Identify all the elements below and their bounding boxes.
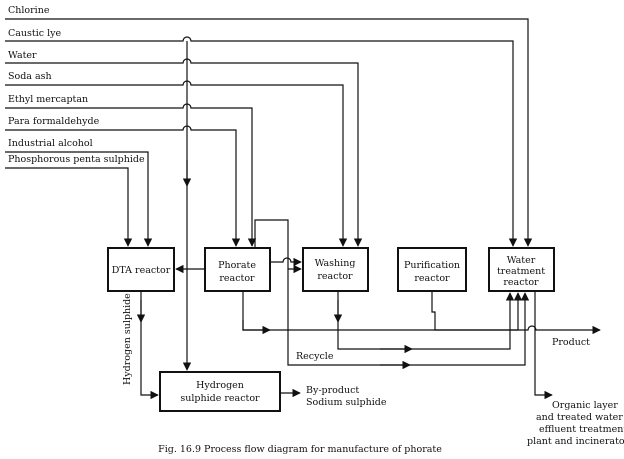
industrial-alcohol-line <box>5 151 153 247</box>
organic-line <box>534 291 553 400</box>
water-treatment-reactor-box <box>488 247 555 292</box>
phorate-loop-line <box>254 219 302 274</box>
hydrogen-sulphide-label-2: sulphide reactor <box>180 393 260 404</box>
input-soda-ash: Soda ash <box>8 71 52 82</box>
water-treatment-label-1: Water <box>507 255 536 266</box>
purification-product-line <box>431 291 601 335</box>
input-industrial-alcohol: Industrial alcohol <box>8 138 93 149</box>
phorate-to-water-treatment-line <box>242 291 523 331</box>
water-line <box>5 58 363 247</box>
hydrogen-sulphide-reactor-box <box>159 371 281 412</box>
ethyl-mercaptan-line <box>5 103 257 247</box>
dta-reactor-label: DTA reactor <box>112 265 171 276</box>
purification-reactor-label-2: reactor <box>414 273 450 284</box>
washing-to-water-line <box>337 291 515 350</box>
figure-caption: Fig. 16.9 Process flow diagram for manuf… <box>158 444 442 455</box>
product-label: Product <box>552 337 590 348</box>
input-para-formaldehyde: Para formaldehyde <box>8 116 100 127</box>
input-water: Water <box>8 50 37 61</box>
soda-ash-line <box>5 80 348 247</box>
organic-label-2: and treated water to <box>536 412 624 423</box>
purification-reactor-label-1: Purification <box>404 260 460 271</box>
recycle-label: Recycle <box>296 351 334 362</box>
byproduct-label-1: By-product <box>306 385 359 396</box>
water-treatment-label-2: treatment <box>497 266 545 277</box>
phorate-reactor-box <box>204 247 271 292</box>
organic-label-1: Organic layer <box>552 400 618 411</box>
caustic-lye-line <box>5 36 518 247</box>
hydrogen-sulphide-label-1: Hydrogen <box>196 380 244 391</box>
organic-label-4: plant and incinerator <box>527 436 624 447</box>
phorate-bottom-arrow <box>242 320 271 335</box>
byproduct-label-2: Sodium sulphide <box>306 397 387 408</box>
washing-reactor-label-2: reactor <box>317 271 353 282</box>
chlorine-line <box>5 18 533 247</box>
input-caustic-lye: Caustic lye <box>8 28 62 39</box>
washing-reactor-label-1: Washing <box>315 258 356 269</box>
washing-reactor-box <box>302 247 369 292</box>
phosphorous-line <box>5 167 133 247</box>
h2s-line <box>140 291 159 400</box>
input-ethyl-mercaptan: Ethyl mercaptan <box>8 94 88 105</box>
purification-reactor-box <box>397 247 467 292</box>
phorate-reactor-label-1: Phorate <box>218 260 256 271</box>
organic-label-3: effluent treatment <box>539 424 624 435</box>
phorate-to-washing-line <box>270 257 302 267</box>
water-treatment-label-3: reactor <box>503 277 539 288</box>
input-phosphorous-penta-sulphide: Phosphorous penta sulphide <box>8 154 145 165</box>
para-formaldehyde-line <box>5 125 241 247</box>
hydrogen-sulphide-stream-label: Hydrogen sulphide <box>122 293 133 385</box>
input-chlorine: Chlorine <box>8 5 50 16</box>
phorate-reactor-label-2: reactor <box>219 273 255 284</box>
